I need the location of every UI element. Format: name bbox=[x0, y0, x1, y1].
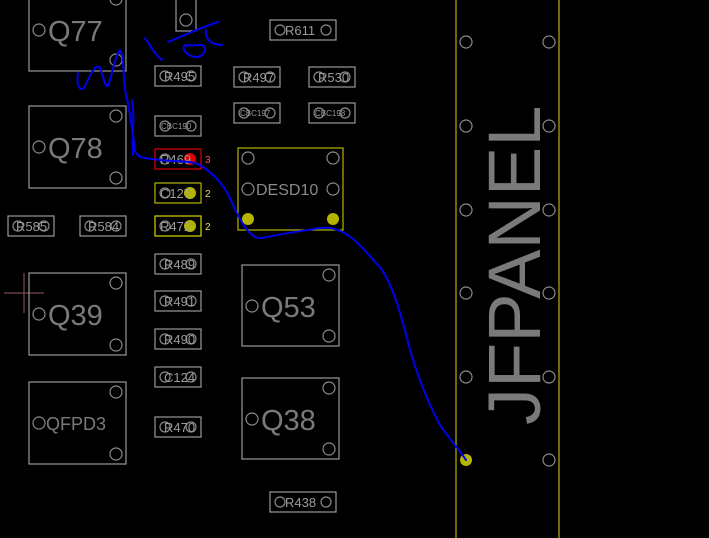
component-label: R611 bbox=[285, 23, 315, 38]
component-label: R530 bbox=[318, 70, 349, 85]
component-label: Q53 bbox=[261, 292, 316, 324]
pin-number: 3 bbox=[205, 155, 211, 166]
component-c127[interactable]: C127 2 bbox=[154, 182, 211, 204]
component-cbc190[interactable]: CBC190 bbox=[154, 115, 202, 137]
component-c124[interactable]: C124 bbox=[154, 366, 202, 388]
freehand-annotation bbox=[76, 21, 467, 461]
component-desd10[interactable]: DESD10 bbox=[237, 147, 344, 231]
component-label: DESD10 bbox=[256, 182, 318, 199]
component-label: R497 bbox=[243, 70, 274, 85]
component-r497[interactable]: R497 bbox=[233, 66, 281, 88]
component-r490[interactable]: R490 bbox=[154, 328, 202, 350]
component-r438[interactable]: R438 bbox=[269, 491, 337, 513]
component-q77[interactable]: Q77 bbox=[28, 0, 127, 72]
component-r491[interactable]: R491 bbox=[154, 290, 202, 312]
component-label: C127 bbox=[160, 186, 191, 201]
component-label: R489 bbox=[164, 257, 195, 272]
component-label: CBC198 bbox=[315, 109, 346, 118]
component-r469-selected[interactable]: R469 3 bbox=[154, 148, 211, 170]
component-q38[interactable]: Q38 bbox=[241, 377, 340, 460]
component-r585[interactable]: R585 bbox=[7, 215, 55, 237]
component-cbc198[interactable]: CBC198 bbox=[308, 102, 356, 124]
component-label: R470 bbox=[164, 420, 195, 435]
component-label: JFPANEL bbox=[473, 106, 556, 425]
pin-number: 2 bbox=[205, 189, 211, 200]
component-label: Q39 bbox=[48, 300, 103, 332]
component-r584[interactable]: R584 bbox=[79, 215, 127, 237]
component-label: CBC190 bbox=[161, 122, 192, 131]
component-q78[interactable]: Q78 bbox=[28, 105, 127, 189]
component-unlabeled[interactable] bbox=[175, 0, 197, 32]
component-label: R469 bbox=[160, 152, 191, 167]
crosshair-cursor-icon bbox=[4, 273, 44, 313]
component-r470[interactable]: R470 bbox=[154, 416, 202, 438]
pin-number: 2 bbox=[205, 222, 211, 233]
component-r495[interactable]: R495 bbox=[154, 65, 202, 87]
component-label: R584 bbox=[88, 219, 119, 234]
component-label: CBC197 bbox=[240, 109, 271, 118]
component-label: C124 bbox=[164, 370, 195, 385]
component-r489[interactable]: R489 bbox=[154, 253, 202, 275]
component-r530[interactable]: R530 bbox=[308, 66, 356, 88]
component-r472[interactable]: R472 2 bbox=[154, 215, 211, 237]
component-label: Q78 bbox=[48, 133, 103, 165]
component-jfpanel[interactable]: JFPANEL bbox=[455, 0, 560, 538]
component-q53[interactable]: Q53 bbox=[241, 264, 340, 347]
component-label: Q38 bbox=[261, 405, 316, 437]
component-label: R438 bbox=[285, 495, 316, 510]
component-r611[interactable]: R611 bbox=[269, 19, 337, 41]
component-label: R472 bbox=[160, 219, 191, 234]
component-label: R491 bbox=[164, 294, 195, 309]
component-label: R585 bbox=[16, 219, 47, 234]
component-q39[interactable]: Q39 bbox=[28, 272, 127, 356]
component-qfpd3[interactable]: QFPD3 bbox=[28, 381, 127, 465]
component-label: Q77 bbox=[48, 16, 103, 48]
component-label: R490 bbox=[164, 332, 195, 347]
component-label: QFPD3 bbox=[46, 414, 106, 434]
component-cbc197[interactable]: CBC197 bbox=[233, 102, 281, 124]
component-label: R495 bbox=[164, 69, 195, 84]
